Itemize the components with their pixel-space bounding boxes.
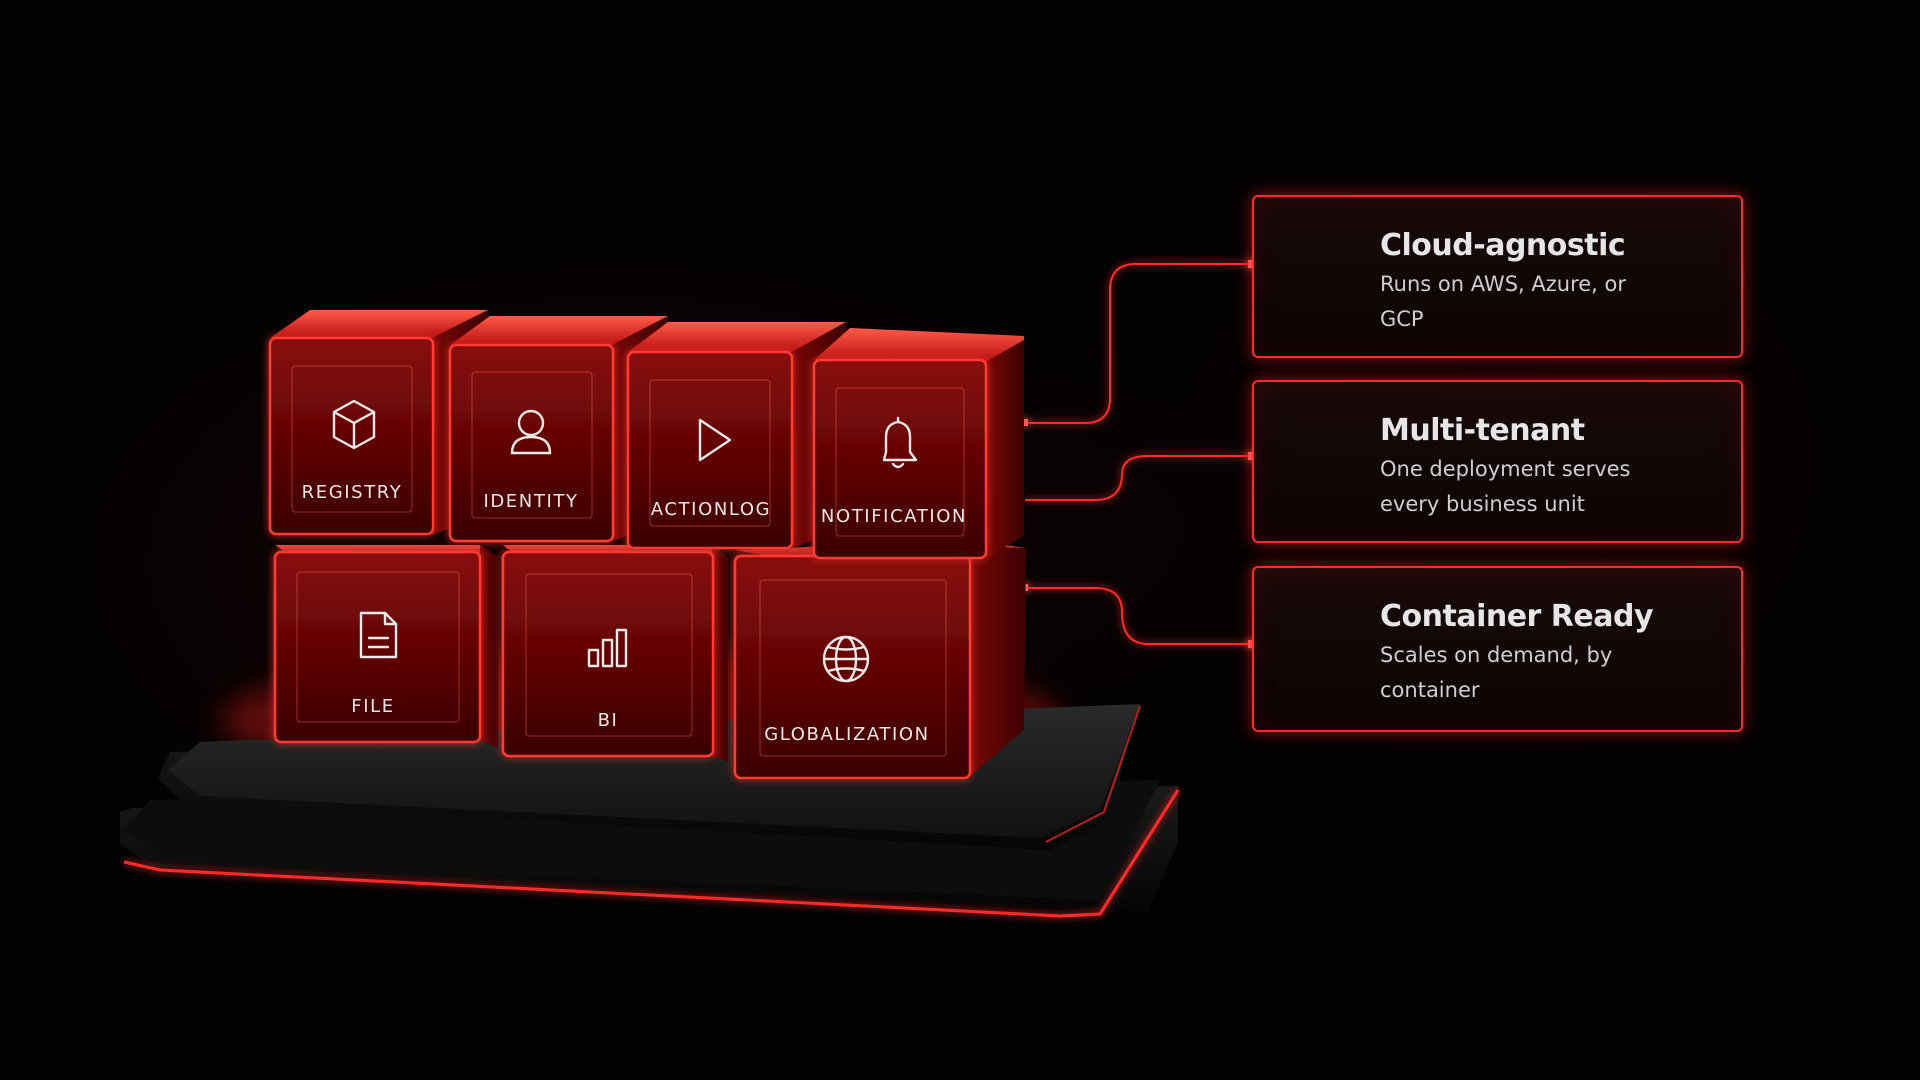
module-label: IDENTITY	[483, 491, 578, 512]
feature-description: Scales on demand, by container	[1380, 643, 1613, 702]
module-label: FILE	[351, 696, 394, 717]
bar-chart-icon	[587, 628, 628, 668]
connector-lines	[1021, 260, 1256, 648]
module-cube-notification: NOTIFICATION	[812, 328, 1024, 560]
feature-card-cloud-agnostic: Cloud-agnostic Runs on AWS, Azure, or GC…	[1252, 195, 1743, 358]
cube-icon	[332, 399, 376, 450]
play-icon	[698, 418, 732, 462]
feature-description: Runs on AWS, Azure, or GCP	[1380, 272, 1627, 331]
module-cube-bi: BI	[501, 545, 728, 762]
feature-title: Cloud-agnostic	[1380, 228, 1626, 263]
module-label: NOTIFICATION	[821, 506, 967, 527]
feature-card-container-ready: Container Ready Scales on demand, by con…	[1252, 566, 1743, 732]
document-icon	[359, 611, 398, 659]
module-label: REGISTRY	[302, 482, 403, 503]
user-icon	[510, 409, 552, 455]
feature-title: Multi-tenant	[1380, 413, 1585, 448]
feature-description: One deployment serves every business uni…	[1380, 457, 1631, 516]
module-cube-globalization: GLOBALIZATION	[733, 540, 1026, 780]
feature-card-multi-tenant: Multi-tenant One deployment serves every…	[1252, 380, 1743, 543]
module-label: BI	[598, 710, 619, 731]
globe-icon	[822, 635, 870, 683]
module-label: ACTIONLOG	[651, 499, 771, 520]
feature-title: Container Ready	[1380, 599, 1654, 634]
module-cube-file: FILE	[273, 545, 498, 748]
module-label: GLOBALIZATION	[764, 724, 930, 745]
bell-icon	[882, 416, 918, 469]
